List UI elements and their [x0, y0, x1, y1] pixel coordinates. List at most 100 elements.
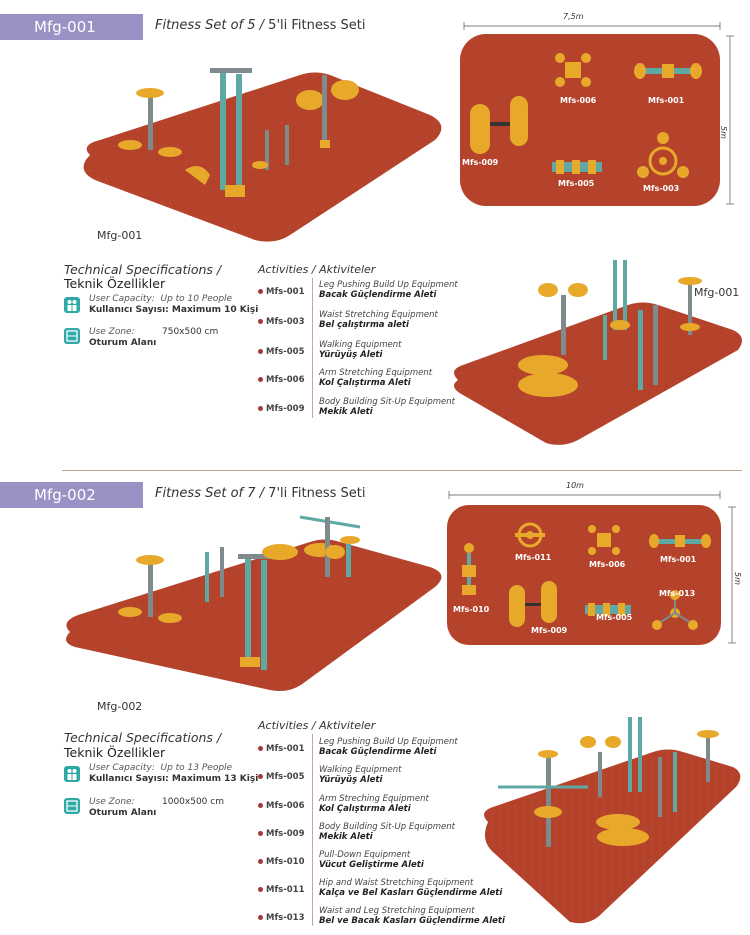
playground-illustration-alt: [484, 717, 741, 924]
plan-label: Mfs-013: [659, 589, 696, 598]
activity-name-en: Hip and Waist Stretching Equipment: [319, 878, 474, 888]
activity-code: Mfs-003: [258, 317, 305, 327]
equipment-pull-down: [238, 554, 276, 670]
layout-plan: Mfs-006 Mfs-001 Mfs-009 Mfs-005 Mfs-003: [460, 34, 720, 206]
activity-code: Mfs-001: [258, 744, 305, 754]
activity-name-tr: Kol Çalıştırma Aleti: [319, 378, 411, 388]
plan-equipment-drawing: [462, 522, 711, 630]
equipment-pull-down: [185, 68, 252, 197]
plan-width-label: 7,5m: [563, 12, 584, 21]
activity-code: Mfs-001: [258, 287, 305, 297]
activity-code: Mfs-009: [258, 829, 305, 839]
section-divider: [62, 470, 742, 471]
plan-item-mfs-011: [515, 522, 545, 548]
activity-name-en: Pull-Down Equipment: [319, 850, 411, 860]
set-title-tr: 5'li Fitness Seti: [268, 18, 366, 33]
use-zone-value: 1000x500 cm: [162, 797, 224, 807]
set-title: Fitness Set of 7 / 7'li Fitness Seti: [155, 486, 366, 501]
activity-code: Mfs-005: [258, 772, 305, 782]
playground-illustration: [83, 68, 442, 242]
activities-divider: [312, 278, 313, 418]
activity-name-tr: Bacak Güçlendirme Aleti: [319, 747, 437, 757]
playground-illustration-alt: [454, 260, 742, 445]
illustration-label: Mfg-002: [97, 700, 143, 713]
user-capacity-tr: Kullanıcı Sayısı: Maximum 10 Kişi: [89, 305, 259, 315]
activity-name-en: Waist and Leg Stretching Equipment: [319, 906, 475, 916]
user-capacity-value-en: Up to 13 People: [160, 763, 233, 773]
equipment-leg-press: [697, 730, 719, 782]
user-capacity-en: User Capacity:: [89, 294, 155, 304]
set-title-sep: /: [255, 486, 269, 501]
spec-title-tr: Teknik Özellikler: [64, 745, 166, 760]
use-zone-en: Use Zone:: [89, 327, 135, 337]
user-capacity-value-en: Up to 10 People: [160, 294, 233, 304]
plan-item-mfs-009: [470, 96, 528, 154]
activity-code: Mfs-005: [258, 347, 305, 357]
activity-name-en: Body Building Sit-Up Equipment: [319, 397, 455, 407]
users-icon: [64, 297, 80, 313]
equipment-pull-down: [610, 260, 630, 330]
equipment-arm-stretch: [538, 283, 588, 355]
plan-item-mfs-006: [555, 53, 591, 87]
equipment-walker: [252, 125, 289, 170]
plan-label: Mfs-011: [515, 553, 552, 562]
user-capacity-en: User Capacity:: [89, 763, 155, 773]
activity-name-tr: Vücut Geliştirme Aleti: [319, 860, 424, 870]
use-zone-value: 750x500 cm: [162, 327, 219, 337]
plan-width-label: 10m: [566, 481, 584, 490]
activity-code: Mfs-011: [258, 885, 305, 895]
plan-item-mfs-001: [649, 534, 711, 548]
plan-item-mfs-005: [585, 603, 631, 616]
user-capacity-label: User Capacity: Up to 13 People: [89, 763, 232, 774]
plan-label: Mfs-005: [558, 179, 595, 188]
activity-code: Mfs-009: [258, 404, 305, 414]
plan-item-mfs-010: [462, 543, 476, 595]
equipment-situp-bench: [596, 814, 649, 846]
activity-name-tr: Mekik Aleti: [319, 407, 373, 417]
activity-code: Mfs-006: [258, 375, 305, 385]
set-code-badge: Mfg-001: [0, 14, 143, 40]
activity-name-en: Walking Equipment: [319, 340, 402, 350]
plan-item-mfs-009: [509, 581, 557, 627]
spec-title-en: Technical Specifications /: [64, 730, 222, 745]
activity-name-tr: Bacak Güçlendirme Aleti: [319, 290, 437, 300]
plan-label: Mfs-006: [560, 96, 597, 105]
activity-name-en: Arm Stretching Equipment: [319, 368, 433, 378]
activity-name-en: Walking Equipment: [319, 765, 402, 775]
set-title-en: Fitness Set of 7: [155, 486, 256, 501]
equipment-hip-waist: [498, 750, 588, 847]
activity-name-tr: Bel çalıştırma aleti: [319, 320, 409, 330]
equipment-leg-press: [118, 555, 182, 623]
equipment-walker: [658, 752, 677, 817]
illustration-label: Mfg-001: [97, 229, 143, 242]
use-zone-tr: Oturum Alanı: [89, 338, 157, 348]
spec-title-tr: Teknik Özellikler: [64, 276, 166, 291]
plan-label: Mfs-001: [660, 555, 697, 564]
set-title: Fitness Set of 5 / 5'li Fitness Seti: [155, 18, 366, 33]
activities-title: Activities / Aktiviteler: [258, 719, 376, 732]
activity-name-tr: Kol Çalıştırma Aleti: [319, 804, 411, 814]
illustration-side-label: Mfg-001: [694, 286, 740, 299]
activity-code: Mfs-010: [258, 857, 305, 867]
equipment-walker: [205, 547, 224, 602]
equipment-arm-stretch: [299, 515, 361, 577]
set-title-sep: /: [255, 18, 269, 33]
use-zone-en: Use Zone:: [89, 797, 135, 807]
activities-divider: [312, 734, 313, 926]
equipment-waist-leg: [340, 536, 360, 577]
plan-height-dimension: [728, 506, 736, 644]
plan-label: Mfs-010: [453, 605, 490, 614]
plan-label: Mfs-009: [531, 626, 568, 635]
use-zone-tr: Oturum Alanı: [89, 808, 157, 818]
equipment-leg-press: [678, 277, 702, 335]
plan-item-mfs-005: [552, 160, 602, 174]
activity-code: Mfs-006: [258, 801, 305, 811]
plan-width-dimension: [463, 22, 721, 30]
plan-label: Mfs-001: [648, 96, 685, 105]
set-code-badge: Mfg-002: [0, 482, 143, 508]
area-icon: [64, 328, 80, 344]
activity-name-tr: Mekik Aleti: [319, 832, 373, 842]
user-capacity-label: User Capacity: Up to 10 People: [89, 294, 232, 305]
set-title-tr: 7'li Fitness Seti: [268, 486, 366, 501]
layout-plan: Mfs-011 Mfs-006 Mfs-001 Mfs-010 Mfs-009 …: [447, 505, 721, 645]
